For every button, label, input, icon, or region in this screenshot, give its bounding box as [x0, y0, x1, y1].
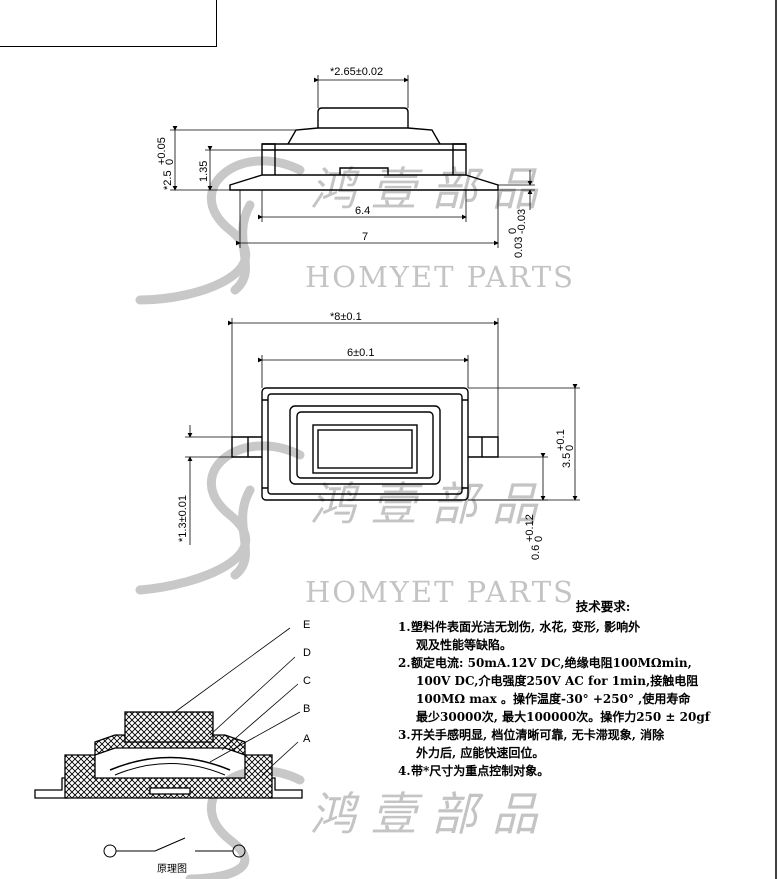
dim-top-height: 3.5 — [561, 453, 573, 468]
section-label-b: B — [303, 703, 310, 715]
dim-total-height: *2.5 — [162, 170, 174, 190]
dim-body-height: 1.35 — [198, 161, 210, 182]
cross-section — [34, 711, 303, 799]
section-label-d: D — [303, 647, 311, 659]
watermark-chinese-bottom: 鸿 壹 部 品 — [310, 787, 539, 841]
dim-overall-width: 7 — [362, 231, 368, 243]
watermark-logo-mid — [135, 441, 305, 595]
side-view-dimensions — [170, 75, 535, 248]
tech-req-item-1: 1.塑料件表面光洁无划伤, 水花, 变形, 影响外 观及性能等缺陷。 — [398, 620, 641, 652]
watermark-logo-top — [135, 156, 305, 305]
technical-requirements: 技术要求: 1.塑料件表面光洁无划伤, 水花, 变形, 影响外 观及性能等缺陷。… — [398, 598, 778, 780]
dim-total-height-tol-lower: 0 — [164, 159, 176, 165]
watermark-chinese-top: 鸿 壹 部 品 — [310, 162, 539, 216]
dim-lead-tol-lower: -0.03 — [516, 209, 528, 234]
dim-top-height-tol-upper: +0.1 — [555, 429, 567, 451]
switch-schematic — [103, 837, 246, 858]
schematic-caption: 原理图 — [157, 864, 187, 875]
dim-lead-offset: 0.6 — [530, 545, 542, 560]
tech-req-title: 技术要求: — [575, 599, 631, 614]
watermark-text-top: HOMYET PARTS — [305, 260, 575, 294]
tech-req-item-4: 4.带*尺寸为重点控制对象。 — [398, 764, 550, 778]
section-label-a: A — [303, 733, 311, 745]
top-view-dimensions — [185, 318, 580, 545]
dim-top-overall: *8±0.1 — [330, 311, 362, 323]
section-label-e: E — [303, 619, 310, 631]
dim-lead-width: *1.3±0.01 — [177, 495, 189, 542]
cross-section-leaders — [174, 627, 301, 776]
watermark-chinese-mid: 鸿 壹 部 品 — [310, 477, 539, 531]
watermark-text-mid: HOMYET PARTS — [305, 575, 575, 609]
dim-inner-width: 6.4 — [355, 205, 370, 217]
top-view — [231, 387, 499, 501]
dim-top-height-tol-lower: 0 — [564, 445, 576, 451]
tech-req-item-2: 2.额定电流: 50mA.12V DC,绝缘电阻100MΩmin, 100V D… — [398, 656, 710, 724]
section-label-c: C — [303, 675, 311, 687]
tech-req-item-3: 3.开关手感明显, 档位清晰可靠, 无卡滞现象, 消除 外力后, 应能快速回位。 — [398, 728, 665, 760]
title-block — [0, 0, 217, 47]
dim-top-body: 6±0.1 — [347, 347, 374, 359]
dim-total-height-tol-upper: +0.05 — [156, 137, 168, 165]
dim-lead-offset-tol-lower: 0 — [533, 536, 545, 542]
dim-lead-offset-tol-upper: +0.12 — [524, 514, 536, 542]
dim-lead-thickness: 0.03 — [513, 237, 525, 258]
dim-lead-tol-upper: 0 — [507, 228, 519, 234]
dim-actuator-width: *2.65±0.02 — [330, 66, 383, 78]
